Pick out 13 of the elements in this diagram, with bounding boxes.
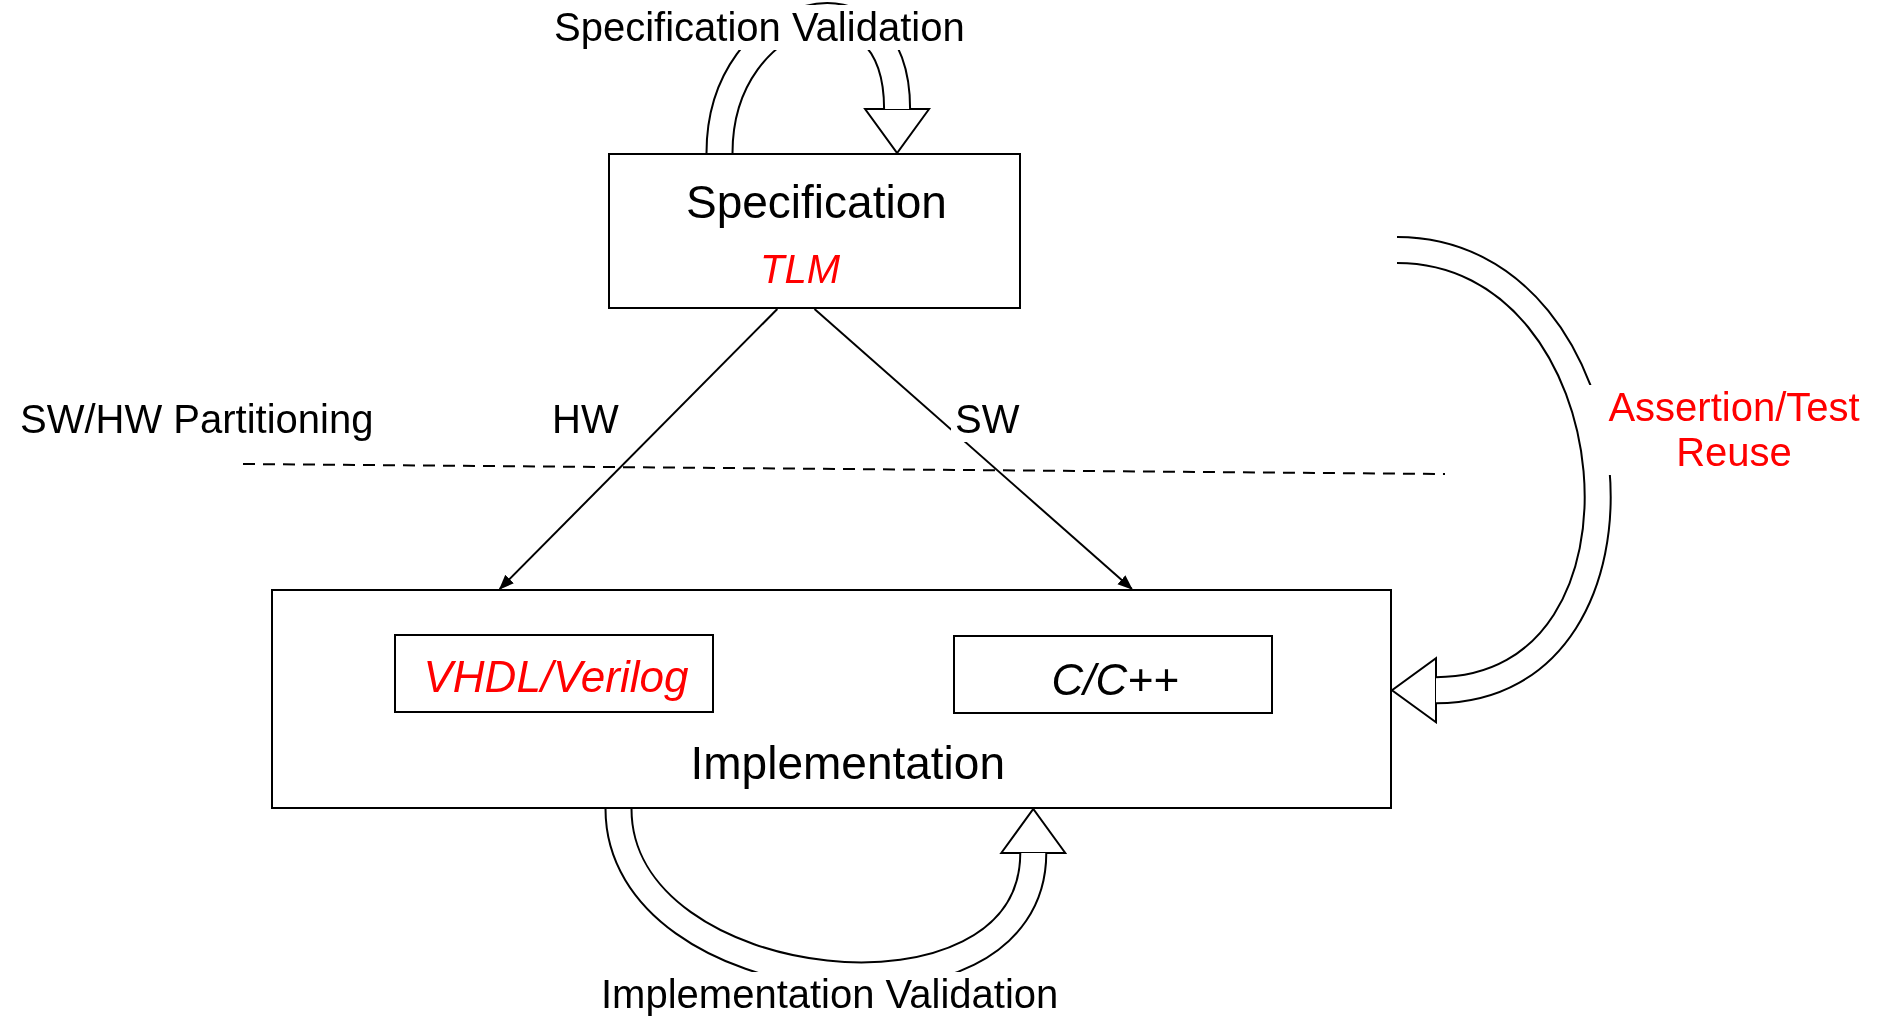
- box-title: Implementation: [690, 736, 1005, 790]
- curved-block-arrow: [1391, 236, 1611, 723]
- model-label: TLM: [760, 247, 840, 292]
- language-box: [953, 635, 1273, 714]
- language-label: VHDL/Verilog: [423, 652, 689, 702]
- arrow: [498, 308, 779, 590]
- arrow: [813, 308, 1133, 590]
- language-label: C/C++: [1051, 655, 1179, 705]
- section-label: SW/HW Partitioning: [19, 397, 375, 442]
- implementation-box: [271, 589, 1392, 809]
- box-title: Specification: [686, 175, 947, 229]
- specification-box: [608, 153, 1021, 309]
- language-box: [394, 634, 714, 713]
